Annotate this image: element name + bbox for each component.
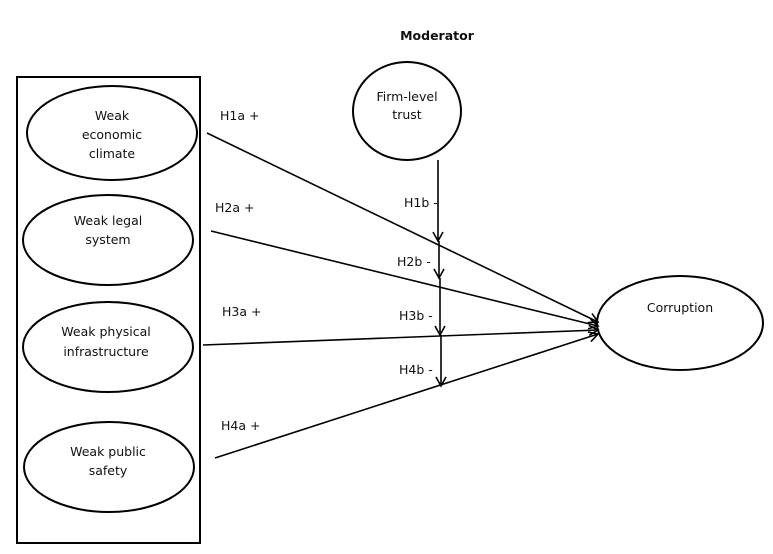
path-h1a-arrow: [206, 132, 600, 324]
label-h2b: H2b -: [397, 254, 431, 269]
label-h2a: H2a +: [215, 200, 254, 215]
path-h2a-arrow: [210, 230, 600, 330]
node-firm-level-trust: Firm-level trust: [352, 61, 462, 161]
label-h3b: H3b -: [399, 308, 433, 323]
node-label-line: Weak: [95, 108, 130, 123]
ellipse-weak-public-safety: [23, 421, 195, 513]
node-weak-economic-climate: Weak economic climate: [26, 85, 198, 181]
node-label-line: Weak public: [70, 444, 146, 459]
ellipse-weak-economic-climate: [26, 85, 198, 181]
node-label-corruption: Corruption: [647, 300, 713, 315]
node-label-line: climate: [89, 146, 136, 161]
label-h4a: H4a +: [221, 418, 260, 433]
path-h4a-arrow: [214, 331, 600, 459]
ellipse-weak-physical-infrastructure: [22, 301, 194, 393]
node-weak-physical-infrastructure: Weak physical infrastructure: [22, 301, 194, 393]
node-weak-public-safety: Weak public safety: [23, 421, 195, 513]
independent-variables-box: [16, 76, 201, 544]
node-weak-legal-system: Weak legal system: [22, 194, 194, 286]
node-label-line: Weak legal: [74, 213, 142, 228]
node-corruption: Corruption: [596, 275, 764, 371]
node-label-line: Firm-level: [376, 89, 437, 104]
label-h3a: H3a +: [222, 304, 261, 319]
path-h3a-arrow: [202, 324, 600, 346]
label-h4b: H4b -: [399, 362, 433, 377]
ellipse-firm-level-trust: [352, 61, 462, 161]
ellipse-weak-legal-system: [22, 194, 194, 286]
node-label-line: safety: [89, 463, 128, 478]
node-label-line: economic: [82, 127, 142, 142]
node-label-line: system: [85, 232, 130, 247]
ellipse-corruption: [596, 275, 764, 371]
label-h1b: H1b -: [404, 195, 438, 210]
node-label-line: infrastructure: [63, 344, 149, 359]
label-h1a: H1a +: [220, 108, 259, 123]
moderator-heading: Moderator: [400, 28, 475, 43]
node-label-line: trust: [392, 107, 421, 122]
node-label-line: Weak physical: [61, 324, 150, 339]
